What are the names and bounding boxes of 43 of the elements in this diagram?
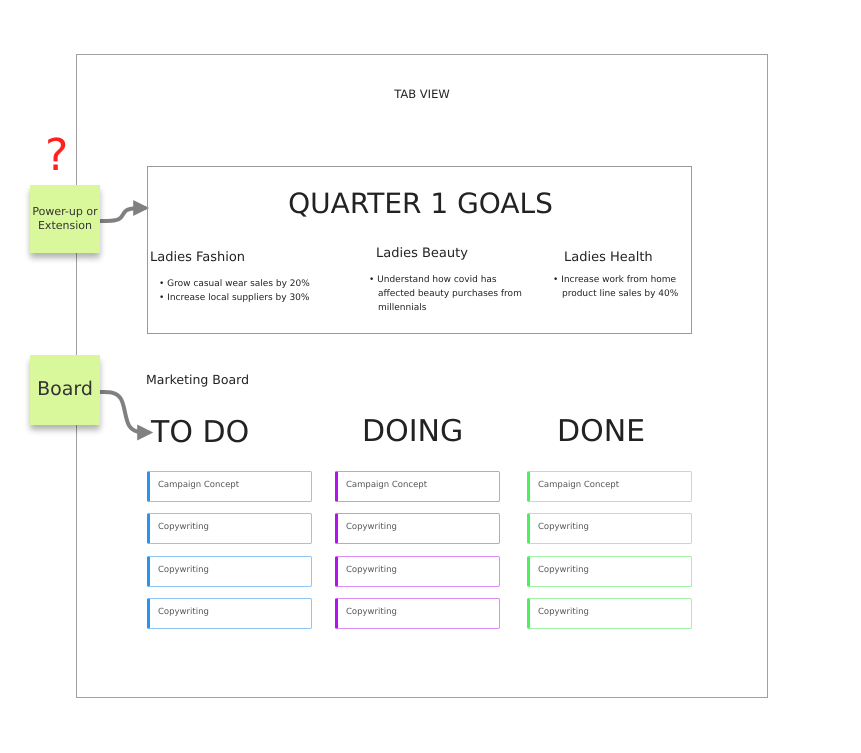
- column-heading: DONE: [557, 414, 646, 449]
- goals-panel: [147, 166, 692, 334]
- task-card: [527, 598, 692, 629]
- task-card: [335, 471, 500, 502]
- card-title: Campaign Concept: [158, 480, 240, 490]
- task-card: [527, 556, 692, 587]
- card-title: Copywriting: [158, 522, 209, 532]
- card-title: Copywriting: [538, 565, 589, 575]
- section-heading: Ladies Health: [564, 250, 654, 265]
- sticky-note: [30, 355, 100, 425]
- sticky-note: [30, 185, 100, 253]
- board-title: Marketing Board: [146, 372, 250, 387]
- task-card: [527, 513, 692, 544]
- card-title: Copywriting: [158, 607, 209, 617]
- bullet-item: • Increase work from home product line sales by 40%: [552, 274, 680, 301]
- column-heading: DOING: [362, 414, 464, 449]
- note-text: Power-up or Extension: [31, 205, 99, 233]
- card-title: Copywriting: [538, 522, 589, 532]
- section-heading: Ladies Fashion: [150, 250, 246, 265]
- task-card: [527, 471, 692, 502]
- task-card: [147, 598, 312, 629]
- card-title: Campaign Concept: [538, 480, 620, 490]
- note-text: Board: [37, 378, 93, 402]
- card-title: Copywriting: [538, 607, 589, 617]
- bullet-item: • Grow casual wear sales by 20%: [158, 278, 311, 291]
- task-card: [335, 598, 500, 629]
- task-card: [335, 556, 500, 587]
- arrow: [100, 200, 150, 223]
- bullet-item: • Understand how covid has affected beauty purchases from millennials: [368, 274, 523, 315]
- card-title: Copywriting: [346, 565, 397, 575]
- card-title: Copywriting: [158, 565, 209, 575]
- task-card: [147, 513, 312, 544]
- task-card: [335, 513, 500, 544]
- heading: QUARTER 1 GOALS: [287, 187, 554, 220]
- card-title: Copywriting: [346, 607, 397, 617]
- question-mark: ?: [45, 130, 68, 181]
- bullet-item: • Increase local suppliers by 30%: [158, 292, 310, 305]
- task-card: [147, 556, 312, 587]
- frame-title: TAB VIEW: [393, 87, 451, 101]
- task-card: [147, 471, 312, 502]
- card-title: Campaign Concept: [346, 480, 428, 490]
- card-title: Copywriting: [346, 522, 397, 532]
- column-heading: TO DO: [151, 415, 250, 450]
